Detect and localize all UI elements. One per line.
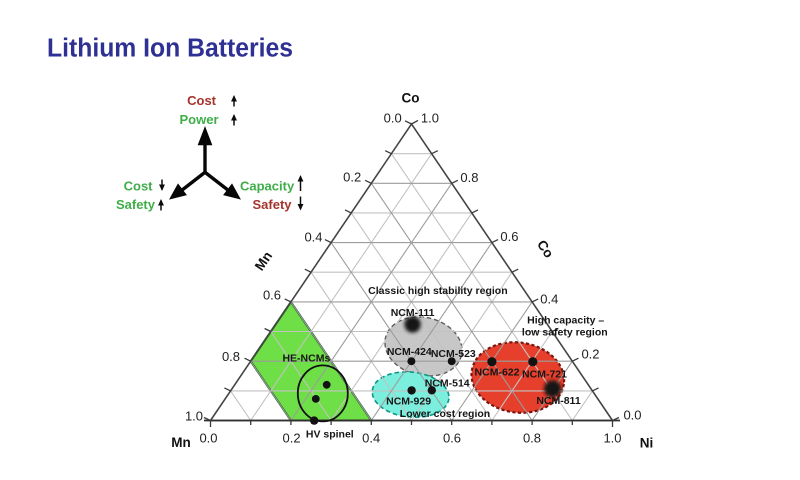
svg-text:0.8: 0.8 [460,170,478,185]
svg-text:NCM-424: NCM-424 [387,346,432,358]
svg-text:Co: Co [534,237,557,260]
svg-text:Co: Co [402,90,420,105]
svg-text:NCM-929: NCM-929 [386,396,431,408]
svg-text:HE-NCMs: HE-NCMs [282,353,330,365]
svg-text:Safety: Safety [116,197,156,212]
svg-text:0.8: 0.8 [523,431,541,446]
svg-text:Capacity: Capacity [240,179,295,194]
svg-text:NCM-721: NCM-721 [522,369,567,381]
svg-text:Cost: Cost [124,179,154,194]
svg-text:NCM-811: NCM-811 [536,395,581,407]
svg-text:0.0: 0.0 [199,431,217,446]
svg-text:NCM-523: NCM-523 [431,348,476,360]
svg-text:NCM-622: NCM-622 [475,367,520,379]
svg-text:Lithium Ion Batteries: Lithium Ion Batteries [47,35,293,63]
svg-text:0.0: 0.0 [384,110,402,125]
svg-text:0.6: 0.6 [443,431,461,446]
svg-text:0.4: 0.4 [362,431,380,446]
svg-text:Classic high stability region: Classic high stability region [368,285,507,297]
svg-text:1.0: 1.0 [421,110,439,125]
svg-text:Mn: Mn [252,249,275,274]
svg-text:0.2: 0.2 [283,431,301,446]
svg-text:Safety: Safety [253,197,293,212]
svg-text:Lower cost region: Lower cost region [400,408,490,420]
svg-text:0.2: 0.2 [581,346,599,361]
svg-text:0.6: 0.6 [500,229,518,244]
svg-text:Power: Power [179,112,218,127]
svg-text:0.8: 0.8 [222,349,240,364]
svg-text:1.0: 1.0 [185,408,203,423]
svg-text:0.0: 0.0 [623,408,641,423]
svg-text:0.2: 0.2 [343,169,361,184]
svg-text:0.6: 0.6 [263,287,281,302]
svg-text:HV spinel: HV spinel [306,429,354,441]
svg-text:Ni: Ni [640,436,654,451]
svg-text:High capacity –: High capacity – [527,315,604,327]
svg-text:low safety region: low safety region [522,327,608,339]
svg-text:NCM-514: NCM-514 [425,378,470,390]
svg-text:Mn: Mn [171,435,191,450]
svg-text:0.4: 0.4 [540,291,558,306]
svg-text:Cost: Cost [187,93,217,108]
svg-text:0.4: 0.4 [304,230,322,245]
svg-text:1.0: 1.0 [603,431,621,446]
svg-text:NCM-111: NCM-111 [391,307,435,319]
